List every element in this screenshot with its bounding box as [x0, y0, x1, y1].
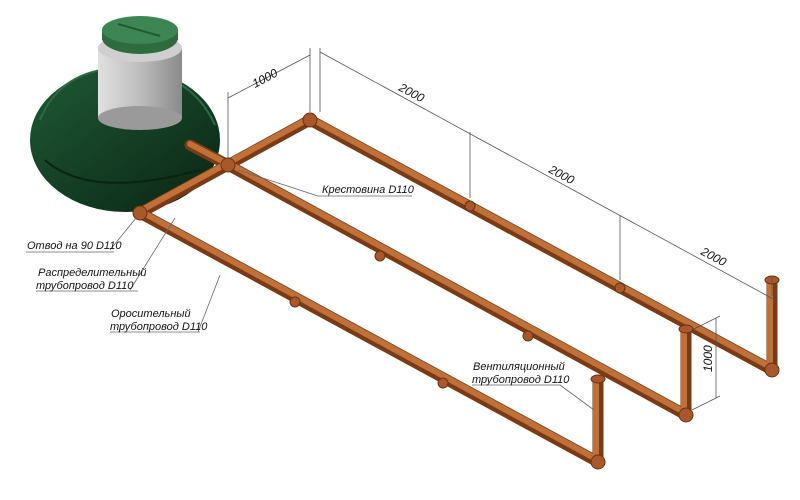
septic-tank: [30, 16, 220, 212]
dimension-segment-3: 2000: [698, 244, 729, 270]
label-vent-line1: Вентиляционный: [473, 361, 565, 373]
dimension-vent-height: 1000: [701, 345, 715, 372]
pipe-network: [132, 112, 780, 470]
label-cross: Крестовина D110: [322, 184, 415, 196]
label-distribution-line2: трубопровод D110: [36, 280, 134, 292]
label-irrigation-line2: трубопровод D110: [110, 321, 208, 333]
label-irrigation-line1: Оросительный: [111, 308, 191, 320]
dimension-lines: [227, 48, 776, 411]
label-elbow: Отвод на 90 D110: [27, 240, 122, 252]
dimension-top-width: 1000: [250, 66, 280, 91]
label-vent-line2: трубопровод D110: [472, 374, 570, 386]
leader-lines: [26, 169, 595, 411]
label-distribution-line1: Распределительный: [38, 267, 146, 279]
